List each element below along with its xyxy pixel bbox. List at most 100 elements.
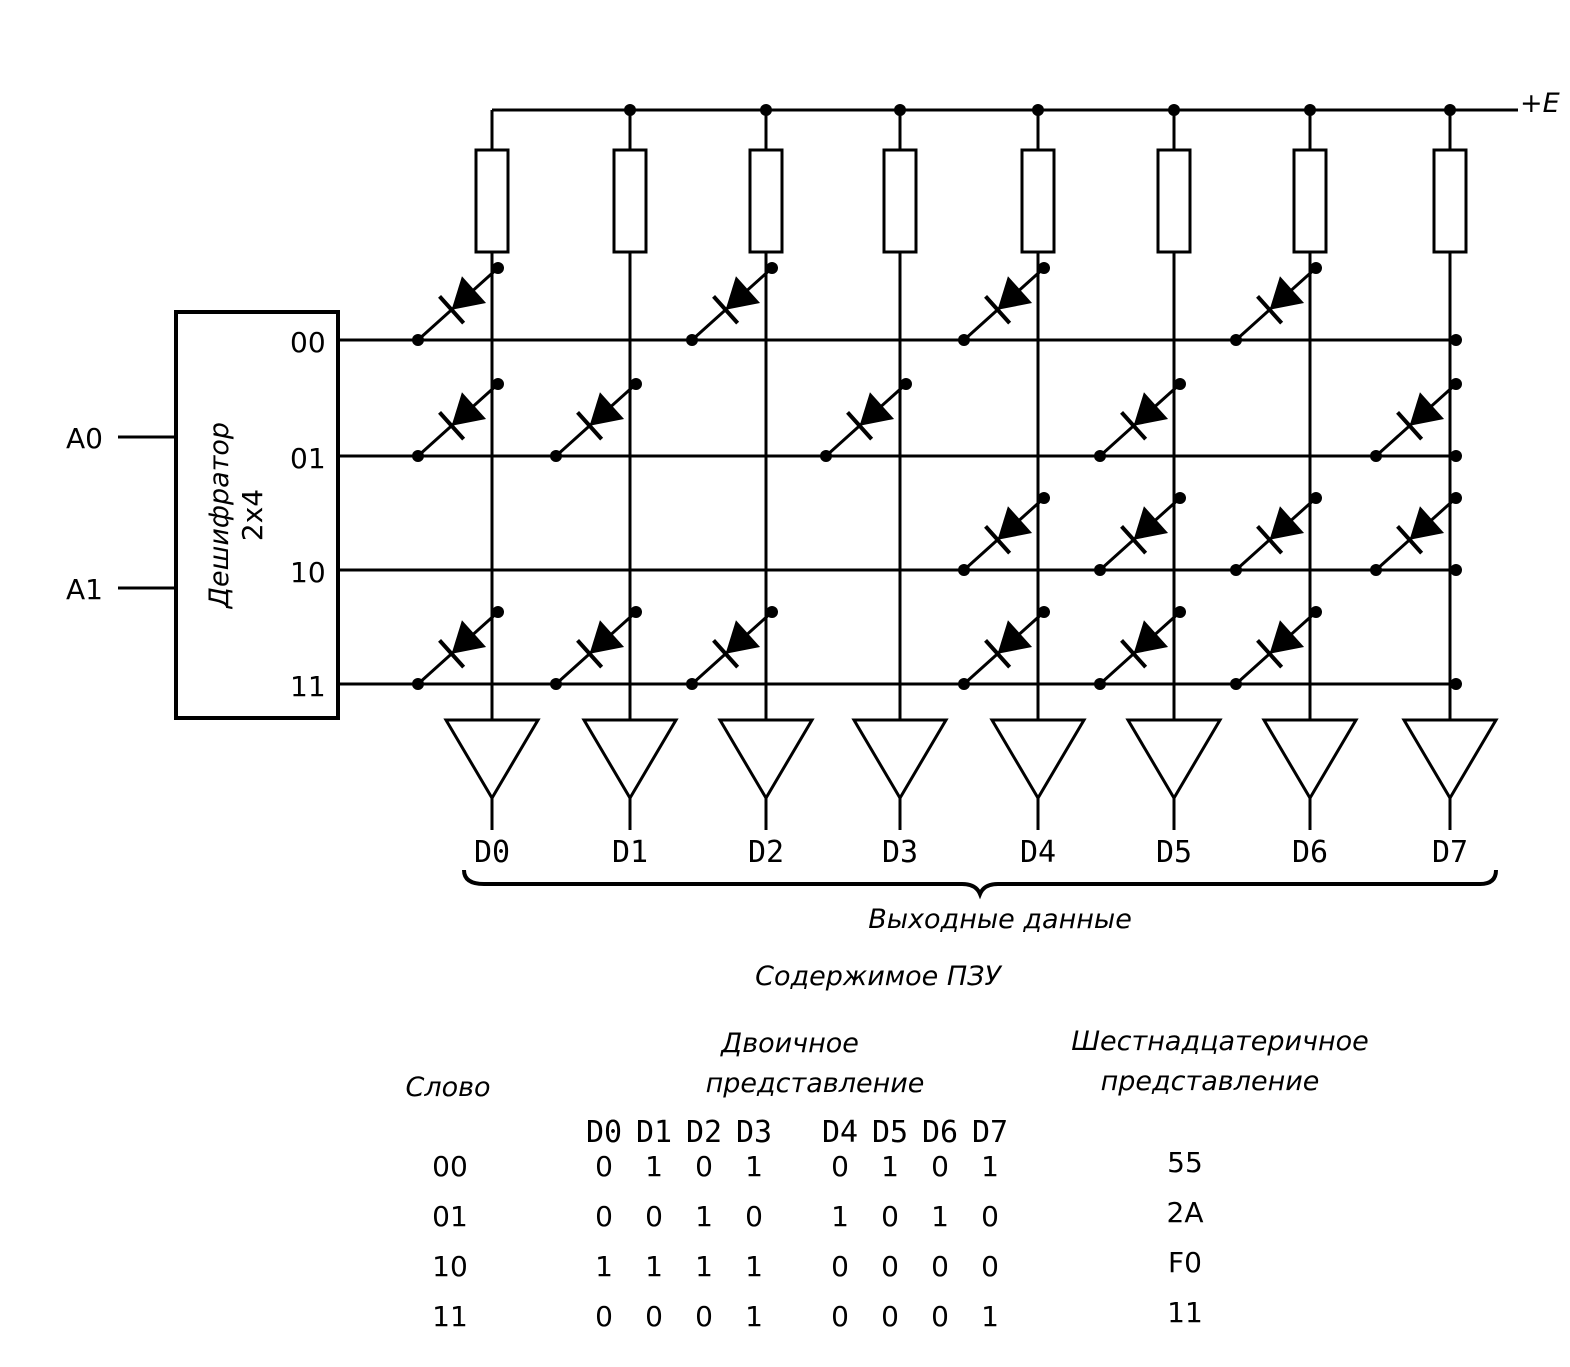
table-bit-cell: 1 [981,1150,999,1183]
table-bit-cell: 0 [831,1300,849,1333]
diode-row-junction-D2-11 [686,678,698,690]
table-bit-header-D6: D6 [922,1115,958,1150]
output-label-D5: D5 [1156,835,1192,870]
decoder-output-label-00: 00 [290,326,326,359]
diode-D4-11 [997,620,1033,654]
output-label-D0: D0 [474,835,510,870]
diode-D7-01 [1409,392,1445,426]
table-bit-header-D5: D5 [872,1115,908,1150]
diode-bar-D0-00 [438,295,466,325]
diode-D6-11 [1269,620,1305,654]
diode-column-junction-D7-10 [1450,492,1462,504]
table-header-binary-2: представление [706,1068,925,1099]
diode-D1-01 [589,392,625,426]
table-bit-header-D7: D7 [972,1115,1008,1150]
output-buffer-D4 [989,718,1087,801]
table-hex-01: 2A [1167,1196,1204,1229]
rail-junction-D3 [894,104,906,116]
diode-D5-11 [1133,620,1169,654]
diode-row-junction-D4-11 [958,678,970,690]
supply-label: +E [1520,88,1560,119]
diode-column-junction-D6-10 [1310,492,1322,504]
diode-column-junction-D2-11 [766,606,778,618]
diode-D0-00 [451,276,487,310]
rail-junction-D6 [1304,104,1316,116]
rail-junction-D1 [624,104,636,116]
diode-bar-D4-00 [984,295,1012,325]
resistor-D0 [474,148,510,254]
table-bit-cell: 0 [931,1250,949,1283]
diode-bar-D1-01 [576,411,604,441]
table-bit-cell: 0 [645,1300,663,1333]
output-label-D3: D3 [882,835,918,870]
diode-D0-01 [451,392,487,426]
table-header-binary-1: Двоичное [720,1028,859,1059]
diode-D2-11 [725,620,761,654]
diode-row-junction-D7-01 [1370,450,1382,462]
output-label-D2: D2 [748,835,784,870]
diode-column-junction-D5-11 [1174,606,1186,618]
table-bit-cell: 0 [881,1300,899,1333]
diode-D0-11 [451,620,487,654]
diode-row-junction-D4-10 [958,564,970,576]
diode-bar-D5-10 [1120,525,1148,555]
output-label-D6: D6 [1292,835,1328,870]
diode-column-junction-D5-01 [1174,378,1186,390]
table-bit-cell: 1 [881,1150,899,1183]
rail-junction-D7 [1444,104,1456,116]
diode-bar-D2-00 [712,295,740,325]
diode-column-junction-D4-11 [1038,606,1050,618]
diode-bar-D7-01 [1396,411,1424,441]
output-buffer-D5 [1125,718,1223,801]
table-word-01: 01 [432,1200,468,1233]
diode-D7-10 [1409,506,1445,540]
input-a1-label: A1 [66,573,103,606]
diode-bar-D4-11 [984,639,1012,669]
diode-row-junction-D5-01 [1094,450,1106,462]
rail-junction-D2 [760,104,772,116]
diode-column-junction-D1-11 [630,606,642,618]
diode-bar-D3-01 [846,411,874,441]
table-hex-11: 11 [1167,1296,1203,1329]
resistor-D6 [1292,148,1328,254]
table-bit-cell: 1 [595,1250,613,1283]
decoder-block [174,310,340,720]
table-bit-cell: 1 [745,1300,763,1333]
diode-column-junction-D4-10 [1038,492,1050,504]
table-header-hex-2: представление [1101,1066,1320,1097]
table-bit-cell: 0 [931,1300,949,1333]
diode-bar-D0-01 [438,411,466,441]
rail-junction-D5 [1168,104,1180,116]
diode-column-junction-D6-11 [1310,606,1322,618]
table-bit-cell: 0 [931,1150,949,1183]
diode-row-junction-D6-00 [1230,334,1242,346]
resistor-D5 [1156,148,1192,254]
diode-row-junction-D3-01 [820,450,832,462]
diode-column-junction-D2-00 [766,262,778,274]
table-bit-cell: 0 [595,1150,613,1183]
output-label-D4: D4 [1020,835,1056,870]
output-buffer-D1 [581,718,679,801]
table-hex-00: 55 [1167,1146,1203,1179]
table-bit-cell: 0 [695,1150,713,1183]
table-bit-cell: 0 [595,1300,613,1333]
diode-D2-00 [725,276,761,310]
diode-bar-D1-11 [576,639,604,669]
table-bit-cell: 0 [881,1250,899,1283]
table-bit-cell: 0 [695,1300,713,1333]
diode-bar-D4-10 [984,525,1012,555]
diode-D6-10 [1269,506,1305,540]
table-bit-cell: 0 [981,1250,999,1283]
diode-row-junction-D5-11 [1094,678,1106,690]
input-a0-label: A0 [66,422,103,455]
output-buffer-D7 [1401,718,1499,801]
diode-row-junction-D0-00 [412,334,424,346]
table-bit-cell: 0 [745,1200,763,1233]
diode-row-junction-D0-11 [412,678,424,690]
table-bit-cell: 1 [695,1200,713,1233]
decoder-size: 2x4 [236,489,269,541]
table-bit-header-D4: D4 [822,1115,858,1150]
rail-junction-D4 [1032,104,1044,116]
